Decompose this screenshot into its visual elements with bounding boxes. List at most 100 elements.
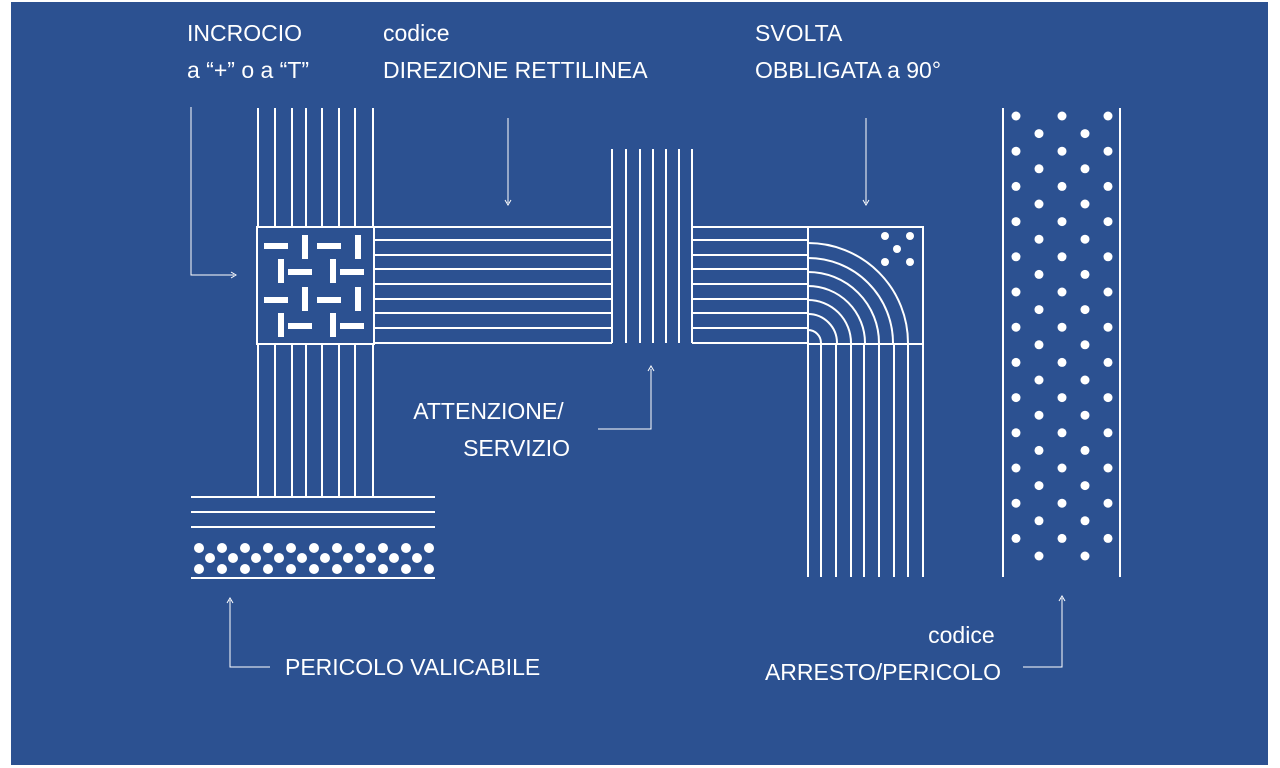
turn-arc xyxy=(807,285,866,344)
arresto-leader xyxy=(1023,598,1063,668)
ap-dot xyxy=(1034,234,1044,244)
turn-dot xyxy=(906,232,914,240)
ap-dot xyxy=(1057,428,1067,438)
svolta-arrowhead xyxy=(862,199,870,206)
turn-arc xyxy=(807,299,852,344)
intersection-bar xyxy=(278,313,284,337)
incrocio-label: INCROCIO a “+” o a “T” xyxy=(187,20,309,83)
intersection-bars xyxy=(264,235,364,337)
ap-dot xyxy=(1034,410,1044,420)
ap-dot xyxy=(1011,252,1021,262)
ap-dot xyxy=(1034,445,1044,455)
ap-dot xyxy=(1011,181,1021,191)
ap-dot xyxy=(1034,129,1044,139)
ap-dot xyxy=(1034,305,1044,315)
ap-dot xyxy=(1011,498,1021,508)
turn-arc xyxy=(807,271,880,344)
ap-dot xyxy=(1034,481,1044,491)
pv-dot xyxy=(205,553,215,563)
intersection-bar xyxy=(288,323,312,329)
pv-dot xyxy=(309,564,319,574)
pv-dot xyxy=(332,543,342,553)
turn-dot xyxy=(881,232,889,240)
pv-dot xyxy=(194,543,204,553)
pv-dot xyxy=(366,553,376,563)
ap-dot xyxy=(1034,340,1044,350)
ap-dot xyxy=(1080,481,1090,491)
intersection-bar xyxy=(317,297,341,303)
turn-dot xyxy=(906,258,914,266)
attention-service-block xyxy=(611,149,693,343)
attenzione-arrowhead xyxy=(647,365,655,372)
ap-dot xyxy=(1011,146,1021,156)
ap-dot xyxy=(1011,357,1021,367)
leader-lines xyxy=(190,107,1066,668)
ap-dot xyxy=(1034,516,1044,526)
direzione-arrowhead xyxy=(504,199,512,206)
ap-dot xyxy=(1057,463,1067,473)
intersection-bar xyxy=(288,269,312,275)
intersection-bar xyxy=(264,297,288,303)
pv-dot xyxy=(240,543,250,553)
ap-dot xyxy=(1080,199,1090,209)
pv-dot xyxy=(286,564,296,574)
ap-dot xyxy=(1057,287,1067,297)
ap-dot xyxy=(1103,146,1113,156)
ap-dot xyxy=(1057,111,1067,121)
ap-dot xyxy=(1103,111,1113,121)
ap-dot xyxy=(1011,428,1021,438)
ap-dot xyxy=(1103,498,1113,508)
ap-dot xyxy=(1057,181,1067,191)
pv-dot xyxy=(309,543,319,553)
pv-dot xyxy=(217,543,227,553)
pv-dot xyxy=(355,564,365,574)
ap-dot xyxy=(1103,217,1113,227)
pv-dot xyxy=(378,564,388,574)
pv-dot xyxy=(251,553,261,563)
horizontal-strip-direction xyxy=(374,226,612,344)
ap-dot xyxy=(1011,217,1021,227)
pv-dot xyxy=(355,543,365,553)
vertical-strip-bottom xyxy=(257,344,374,496)
pv-dot xyxy=(217,564,227,574)
arresto-pericolo-strip xyxy=(1002,108,1121,577)
ap-dot xyxy=(1103,533,1113,543)
pv-dot xyxy=(389,553,399,563)
intersection-frame xyxy=(256,226,375,345)
pericolo-valicabile-label: PERICOLO VALICABILE xyxy=(285,654,540,680)
pv-dot xyxy=(194,564,204,574)
pv-dot xyxy=(332,564,342,574)
ap-dot xyxy=(1103,463,1113,473)
ap-dot xyxy=(1011,111,1021,121)
ap-dot xyxy=(1103,322,1113,332)
ap-dot xyxy=(1057,146,1067,156)
intersection-bar xyxy=(330,259,336,283)
turn-arc xyxy=(807,257,894,344)
direzione-rettilinea-label: codice DIREZIONE RETTILINEA xyxy=(383,20,648,83)
pv-dot xyxy=(424,564,434,574)
diagram-background xyxy=(11,2,1268,765)
ap-dot xyxy=(1057,217,1067,227)
ap-dot xyxy=(1057,393,1067,403)
ap-dot xyxy=(1103,357,1113,367)
pv-dot xyxy=(228,553,238,563)
intersection-bar xyxy=(317,243,341,249)
intersection-bar xyxy=(302,235,308,259)
pv-dot xyxy=(240,564,250,574)
ap-dot xyxy=(1103,393,1113,403)
ap-dot xyxy=(1103,428,1113,438)
incrocio-arrowhead xyxy=(230,271,237,279)
ap-dot xyxy=(1080,164,1090,174)
ap-dot xyxy=(1034,199,1044,209)
turn-90-block xyxy=(807,226,924,577)
intersection-bar xyxy=(330,313,336,337)
turn-arc xyxy=(807,313,838,344)
pv-dot xyxy=(343,553,353,563)
attenzione-servizio-label: ATTENZIONE/ SERVIZIO xyxy=(413,398,570,461)
ap-dot xyxy=(1057,357,1067,367)
ap-dot xyxy=(1080,234,1090,244)
pv-dot xyxy=(286,543,296,553)
ap-dot xyxy=(1034,269,1044,279)
turn-arc xyxy=(807,242,909,344)
